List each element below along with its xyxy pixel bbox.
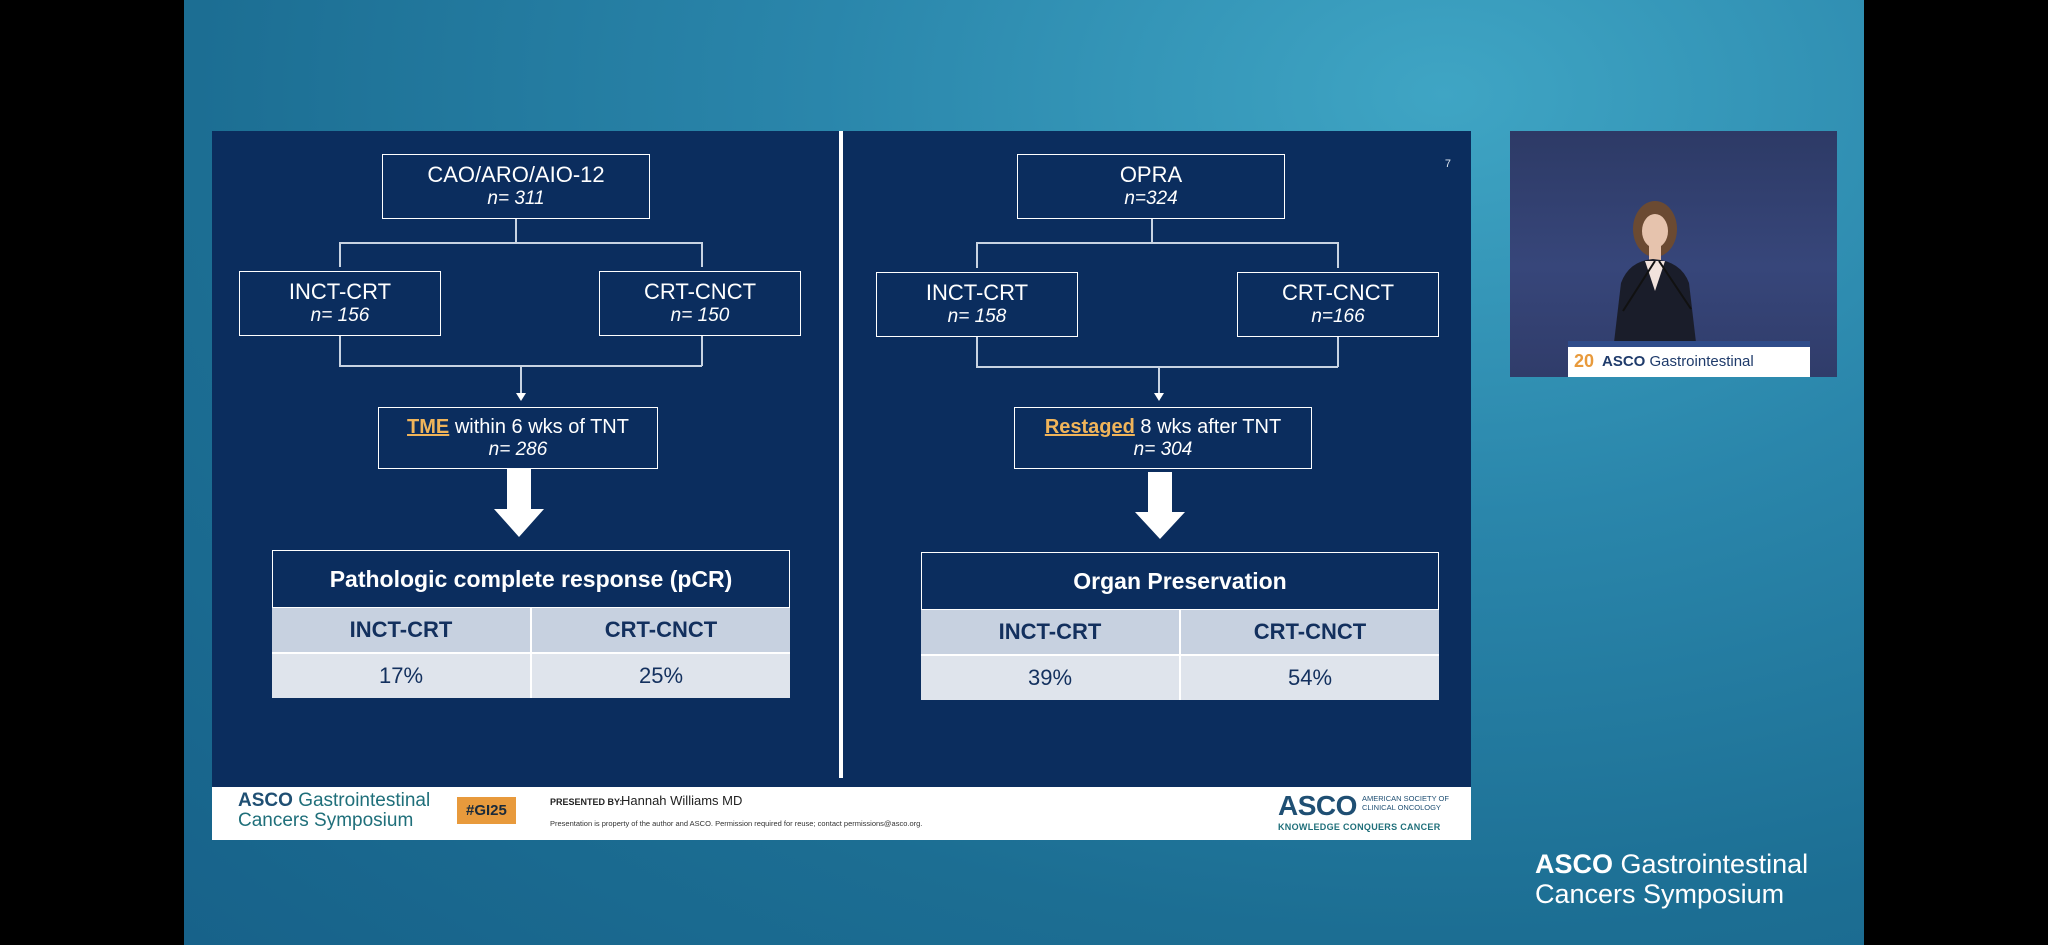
left-val-crt: 25% [530,654,790,698]
left-surgery-text: within 6 wks of TNT [449,415,629,438]
right-trial-n: n=324 [1124,188,1178,210]
footer-symposium-logo: ASCO Gastrointestinal Cancers Symposium [238,791,430,831]
connector [976,242,978,268]
right-down-arrow [1135,472,1185,539]
left-result-table: Pathologic complete response (pCR) INCT-… [272,550,790,698]
footer-logo-asco: ASCO [238,790,293,811]
right-col-crt: CRT-CNCT [1179,610,1439,654]
podium-year: 20 [1574,351,1595,371]
left-trial-n: n= 311 [487,188,545,210]
right-table-header: Organ Preservation [921,552,1439,610]
left-surgery-n: n= 286 [488,438,548,460]
right-result-table: Organ Preservation INCT-CRT CRT-CNCT 39%… [921,552,1439,700]
left-trial-title: CAO/ARO/AIO-12 [427,161,605,187]
symposium-brand-logo: ASCO Gastrointestinal Cancers Symposium [1535,849,1808,909]
left-highlight-term: TME [407,415,450,438]
hashtag-badge: #GI25 [457,797,516,824]
asco-tagline: KNOWLEDGE CONQUERS CANCER [1278,822,1441,832]
right-restage-n: n= 304 [1133,438,1193,460]
right-trial-box: OPRA n=324 [1017,154,1285,219]
connector-arrowhead [516,393,526,401]
brand-line1: Gastrointestinal [1613,849,1809,879]
right-arm-a-n: n= 158 [947,306,1007,328]
right-arm-b-box: CRT-CNCT n=166 [1237,272,1439,337]
connector [701,242,703,267]
left-arm-b-box: CRT-CNCT n= 150 [599,271,801,336]
connector [976,242,1338,244]
left-surgery-box: TME within 6 wks of TNT n= 286 [378,407,658,469]
left-arm-a-box: INCT-CRT n= 156 [239,271,441,336]
video-stage: 7 CAO/ARO/AIO-12 n= 311 INCT-CRT n= 156 … [184,0,1864,945]
connector [1151,219,1153,242]
left-arm-b-title: CRT-CNCT [643,278,757,304]
right-highlight-term: Restaged [1044,415,1135,438]
connector [515,219,517,242]
connector [976,337,978,367]
speaker-figure [1613,201,1697,351]
connector [1158,366,1160,395]
presented-by-label: PRESENTED BY: [550,797,623,807]
left-arm-a-title: INCT-CRT [288,278,392,304]
brand-asco: ASCO [1535,849,1614,879]
presenter-name: Hannah Williams MD [621,793,743,808]
connector [339,242,702,244]
left-col-crt: CRT-CNCT [530,608,790,652]
footer-logo-line1: Gastrointestinal [298,790,431,811]
left-arm-b-n: n= 150 [670,305,730,327]
connector [701,336,703,366]
left-arm-a-n: n= 156 [310,305,370,327]
right-val-crt: 54% [1179,656,1439,700]
right-arm-b-title: CRT-CNCT [1281,279,1395,305]
connector-arrowhead [1154,393,1164,401]
right-val-inct: 39% [921,656,1179,700]
connector [339,242,341,267]
podium-text: Gastrointestinal [1645,353,1754,370]
left-down-arrow [494,469,544,537]
left-val-inct: 17% [272,654,530,698]
connector [520,365,522,395]
right-arm-b-n: n=166 [1311,306,1365,328]
connector [1337,337,1339,367]
slide-page-number: 7 [1444,158,1451,170]
left-trial-box: CAO/ARO/AIO-12 n= 311 [382,154,650,219]
connector [1337,242,1339,268]
left-col-inct: INCT-CRT [272,608,530,652]
podium-sign: 20 ASCO Gastrointestinal [1568,341,1810,377]
slide-divider [839,131,843,778]
right-restage-text: 8 wks after TNT [1134,415,1282,438]
speaker-video: 20 ASCO Gastrointestinal [1510,131,1837,377]
left-table-header: Pathologic complete response (pCR) [272,550,790,608]
right-trial-title: OPRA [1119,161,1183,187]
right-arm-a-box: INCT-CRT n= 158 [876,272,1078,337]
right-col-inct: INCT-CRT [921,610,1179,654]
podium-asco: ASCO [1602,353,1646,370]
slide-footer: ASCO Gastrointestinal Cancers Symposium … [212,787,1471,840]
brand-line2: Cancers Symposium [1535,879,1785,909]
asco-society-name: AMERICAN SOCIETY OF CLINICAL ONCOLOGY [1362,794,1449,812]
connector [339,336,341,366]
asco-wordmark: ASCO [1278,790,1357,821]
presentation-slide: 7 CAO/ARO/AIO-12 n= 311 INCT-CRT n= 156 … [212,131,1471,840]
right-arm-a-title: INCT-CRT [925,279,1029,305]
right-restage-box: Restaged 8 wks after TNT n= 304 [1014,407,1312,469]
asco-society-logo: ASCO AMERICAN SOCIETY OF CLINICAL ONCOLO… [1278,790,1449,832]
footer-logo-line2: Cancers Symposium [238,810,414,831]
footer-legal: Presentation is property of the author a… [550,819,923,828]
connector [976,366,1338,368]
